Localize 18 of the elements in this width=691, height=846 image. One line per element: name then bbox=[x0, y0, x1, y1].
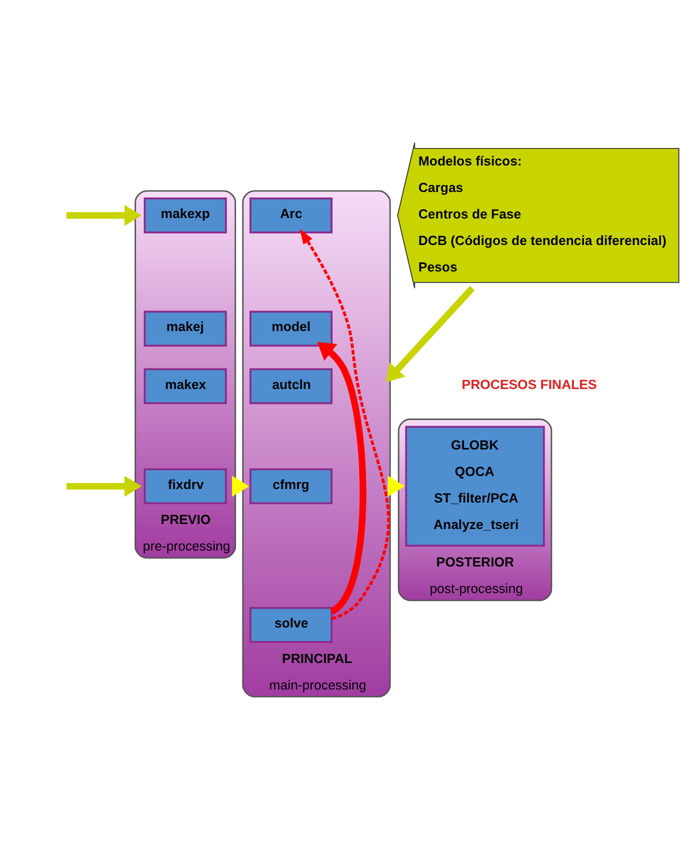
arrow bbox=[300, 228, 390, 620]
node-box: makexp bbox=[144, 197, 227, 233]
node-box: GLOBK QOCA ST_filter/PCA Analyze_tseri bbox=[405, 425, 545, 546]
node-box: makex bbox=[144, 368, 227, 404]
node-box: model bbox=[249, 310, 333, 346]
arrow bbox=[66, 204, 142, 226]
arrow bbox=[317, 341, 366, 614]
arrow bbox=[232, 475, 250, 496]
arrow bbox=[66, 475, 142, 496]
arrow bbox=[386, 285, 475, 382]
node-box: cfmrg bbox=[249, 468, 333, 504]
arrow bbox=[388, 475, 405, 496]
label: PROCESOS FINALES bbox=[462, 376, 597, 392]
node-box: autcln bbox=[249, 368, 333, 404]
node-box: solve bbox=[249, 606, 333, 642]
node-box: makej bbox=[144, 310, 227, 346]
node-box: Arc bbox=[249, 197, 333, 233]
node-box: fixdrv bbox=[144, 468, 227, 504]
